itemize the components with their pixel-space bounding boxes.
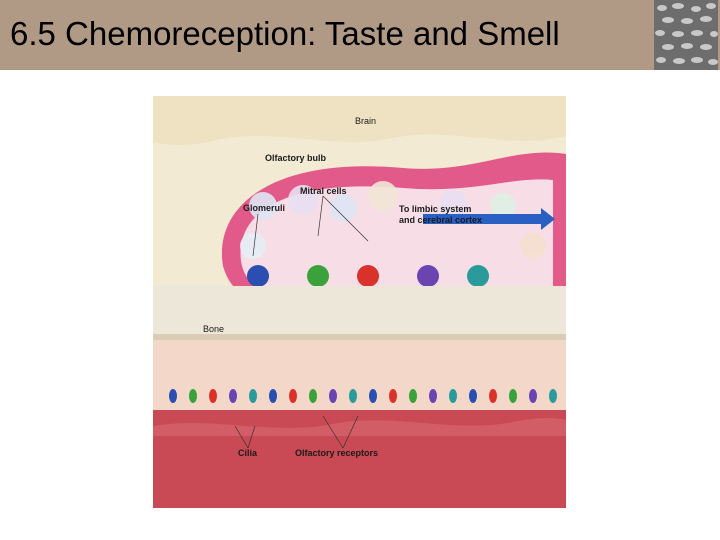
label-to-limbic-line1: To limbic system [399,204,471,214]
slide-title: 6.5 Chemoreception: Taste and Smell [10,15,560,52]
label-olfactory-bulb: Olfactory bulb [265,153,327,163]
mucosa-highlight [153,418,566,436]
epithelium-layer [153,340,566,410]
label-glomeruli: Glomeruli [243,203,285,213]
bone-layer [153,286,566,336]
leader-lines [234,195,369,449]
limbic-arrow-head [541,208,555,230]
label-mitral-cells: Mitral cells [300,186,347,196]
mitral-cells [247,265,489,287]
label-brain: Brain [355,116,376,126]
glomeruli-cells [240,181,546,259]
olfactory-receptors [169,389,557,403]
bone-edge [153,334,566,340]
label-cilia: Cilia [238,448,258,458]
brain-fold [153,96,566,145]
decorative-thumbnail-image [654,0,718,70]
olfactory-system-diagram: Brain Olfactory bulb Mitral cells Glomer… [153,96,566,508]
limbic-arrow-shaft [423,214,543,224]
label-bone: Bone [203,324,224,334]
label-olfactory-receptors: Olfactory receptors [295,448,378,458]
label-to-limbic-line2: and cerebral cortex [399,215,482,225]
title-bar: 6.5 Chemoreception: Taste and Smell [0,0,720,70]
